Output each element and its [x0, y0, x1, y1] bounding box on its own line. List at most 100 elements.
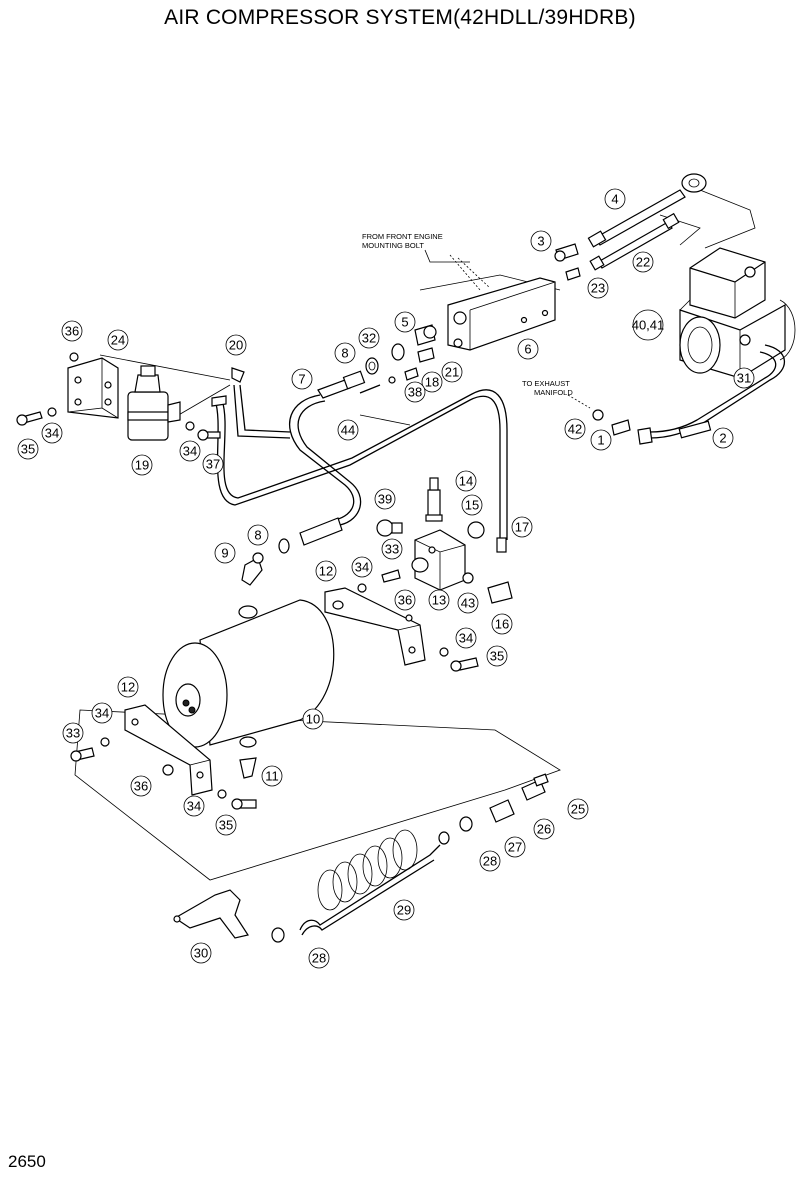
callout-circle	[491, 613, 513, 635]
callout-label: 31	[737, 371, 751, 386]
callout-43: 43	[457, 592, 479, 614]
callout-circle	[428, 589, 450, 611]
callout-circle	[374, 488, 396, 510]
callout-circle	[564, 418, 586, 440]
callout-circle	[183, 795, 205, 817]
callout-label: 17	[515, 520, 529, 535]
hose-lower	[241, 517, 343, 586]
callout-circle	[567, 798, 589, 820]
callout-36: 36	[394, 589, 416, 611]
callout-label: 34	[45, 426, 59, 441]
callout-35: 35	[215, 814, 237, 836]
callout-label: 30	[194, 946, 208, 961]
callout-circle	[61, 320, 83, 342]
callout-circle	[215, 814, 237, 836]
callout-circle	[455, 470, 477, 492]
callout-16: 16	[491, 613, 513, 635]
callout-circle	[393, 899, 415, 921]
callout-label: 35	[21, 442, 35, 457]
page-title: AIR COMPRESSOR SYSTEM(42HDLL/39HDRB)	[164, 6, 636, 29]
callout-label: 1	[597, 433, 604, 448]
callout-label: 27	[508, 840, 522, 855]
callout-33: 33	[381, 538, 403, 560]
callout-label: 14	[459, 474, 473, 489]
callout-17: 17	[511, 516, 533, 538]
callout-label: 25	[571, 802, 585, 817]
guide-lines	[74, 189, 756, 881]
callout-label: 44	[341, 423, 355, 438]
callout-10: 10	[302, 708, 324, 730]
callout-circle	[404, 381, 426, 403]
callout-label: 8	[254, 528, 261, 543]
callout-circle	[351, 556, 373, 578]
bracket-12-left	[70, 704, 257, 810]
callout-circle	[394, 311, 416, 333]
callout-label: 24	[111, 333, 125, 348]
air-gun-30	[173, 889, 249, 939]
callout-label: 12	[319, 564, 333, 579]
callout-circle	[381, 538, 403, 560]
callout-circle	[455, 627, 477, 649]
callout-circle	[517, 338, 539, 360]
callout-circle	[91, 702, 113, 724]
callout-label: 42	[568, 422, 582, 437]
callout-circle	[107, 329, 129, 351]
callout-circle	[225, 334, 247, 356]
callout-circle	[441, 361, 463, 383]
callout-15: 15	[461, 494, 483, 516]
callout-34: 34	[455, 627, 477, 649]
callout-circle	[461, 494, 483, 516]
callout-34: 34	[91, 702, 113, 724]
note-exhaust-line1: TO EXHAUST	[522, 379, 570, 388]
callout-circle	[247, 524, 269, 546]
callout-label: 9	[221, 546, 228, 561]
callout-circle	[421, 371, 443, 393]
callout-30: 30	[190, 942, 212, 964]
callout-5: 5	[394, 311, 416, 333]
callout-label: 35	[219, 818, 233, 833]
callout-27: 27	[504, 836, 526, 858]
note-exhaust: TO EXHAUST MANIFOLD	[522, 379, 573, 397]
callout-8: 8	[334, 342, 356, 364]
callout-19: 19	[131, 454, 153, 476]
callout-label: 12	[121, 680, 135, 695]
callout-label: 38	[408, 385, 422, 400]
fittings-upper	[365, 324, 437, 384]
callout-label: 34	[355, 560, 369, 575]
callout-label: 20	[229, 338, 243, 353]
callout-label: 21	[445, 365, 459, 380]
callout-circle	[261, 765, 283, 787]
callout-label: 34	[459, 631, 473, 646]
callout-circle	[632, 251, 654, 273]
callout-label: 34	[183, 444, 197, 459]
callout-circle	[712, 427, 734, 449]
callout-label: 37	[206, 457, 220, 472]
callout-circle	[17, 438, 39, 460]
manifold-13	[357, 477, 513, 604]
callout-12: 12	[315, 560, 337, 582]
callout-label: 6	[524, 342, 531, 357]
callout-circle	[117, 676, 139, 698]
callout-24: 24	[107, 329, 129, 351]
callout-38: 38	[404, 381, 426, 403]
callout-circle	[511, 516, 533, 538]
callout-25: 25	[567, 798, 589, 820]
callout-23: 23	[587, 277, 609, 299]
callout-label: 33	[385, 542, 399, 557]
callout-9: 9	[214, 542, 236, 564]
callout-label: 19	[135, 458, 149, 473]
note-front-engine: FROM FRONT ENGINE MOUNTING BOLT	[362, 232, 443, 250]
callout-36: 36	[130, 775, 152, 797]
callout-21: 21	[441, 361, 463, 383]
couplers	[271, 773, 549, 943]
callout-label: 34	[187, 799, 201, 814]
callout-circle	[62, 722, 84, 744]
callout-circle	[202, 453, 224, 475]
note-front-engine-line2: MOUNTING BOLT	[362, 241, 424, 250]
callout-circle	[337, 419, 359, 441]
page-number: 2650	[8, 1152, 46, 1171]
callout-1: 1	[590, 429, 612, 451]
coil-hose-29	[299, 829, 441, 936]
